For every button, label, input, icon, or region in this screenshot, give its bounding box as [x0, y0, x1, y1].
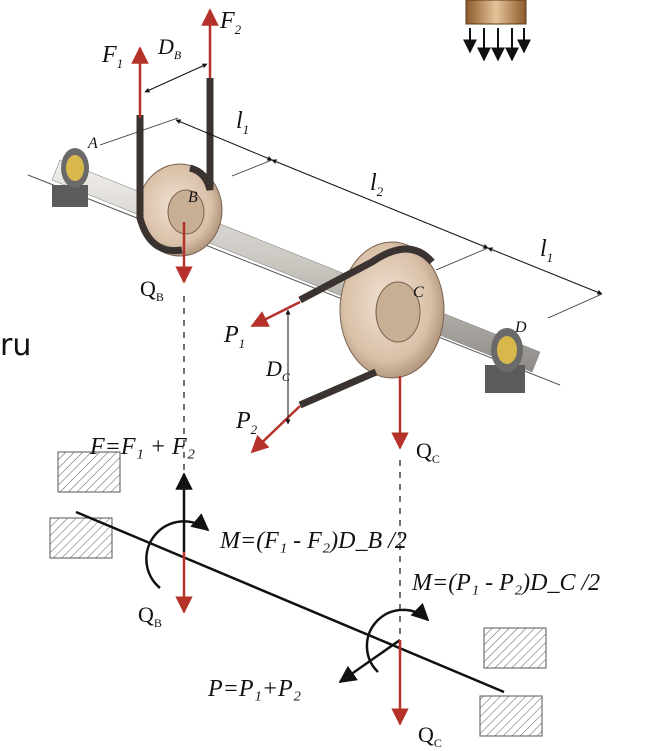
force-p2-label: P2 [235, 408, 258, 437]
point-b-label: B [188, 189, 198, 206]
force-p1-arrow [250, 300, 301, 328]
point-c-label: C [413, 284, 424, 301]
length-l1-left-label: l1 [236, 108, 249, 137]
site-fragment-text: ru [0, 328, 31, 363]
length-l1-right-label: l1 [540, 236, 553, 265]
force-p1-label: P1 [223, 322, 245, 351]
weight-qb-top-label: QB [140, 276, 164, 304]
weight-qc-top-label: QC [416, 438, 440, 466]
point-d-label: D [514, 319, 527, 336]
pulley-c [339, 241, 445, 379]
dim-dc-label: DC [265, 356, 291, 384]
schematic-shaft-line [75, 510, 505, 694]
dim-db-line [144, 63, 208, 93]
force-f2-label: F2 [219, 8, 242, 37]
moment-b-label: M=(F₁ - F₂)D_B /2 [219, 528, 407, 554]
bearing-d [485, 328, 525, 393]
bearing-a [52, 148, 89, 207]
length-dimensions [99, 117, 603, 319]
force-f1-label: F1 [101, 42, 123, 71]
force-p-sum-arrow [338, 638, 401, 684]
dim-db-label: DB [157, 34, 182, 62]
moment-c-label: M=(P₁ - P₂)D_C /2 [411, 570, 600, 596]
pulley-b [137, 163, 223, 257]
weight-qc-bottom-label: QC [418, 722, 442, 750]
point-a-label: A [87, 135, 98, 152]
force-f-sum-label: F=F₁ + F₂ [89, 434, 195, 460]
shaft-assembly [27, 78, 561, 409]
length-l2-label: l2 [370, 170, 384, 199]
weight-qb-bottom-label: QB [138, 602, 162, 630]
schematic-supports [49, 451, 547, 737]
force-p-sum-label: P=P₁+P₂ [207, 676, 301, 702]
heat-emitter-icon [463, 0, 531, 62]
moment-c-arc [365, 602, 430, 673]
belt-b [136, 78, 214, 255]
moment-b-arc [145, 513, 210, 589]
belt-c [298, 245, 435, 409]
force-p2-arrow [250, 405, 301, 454]
